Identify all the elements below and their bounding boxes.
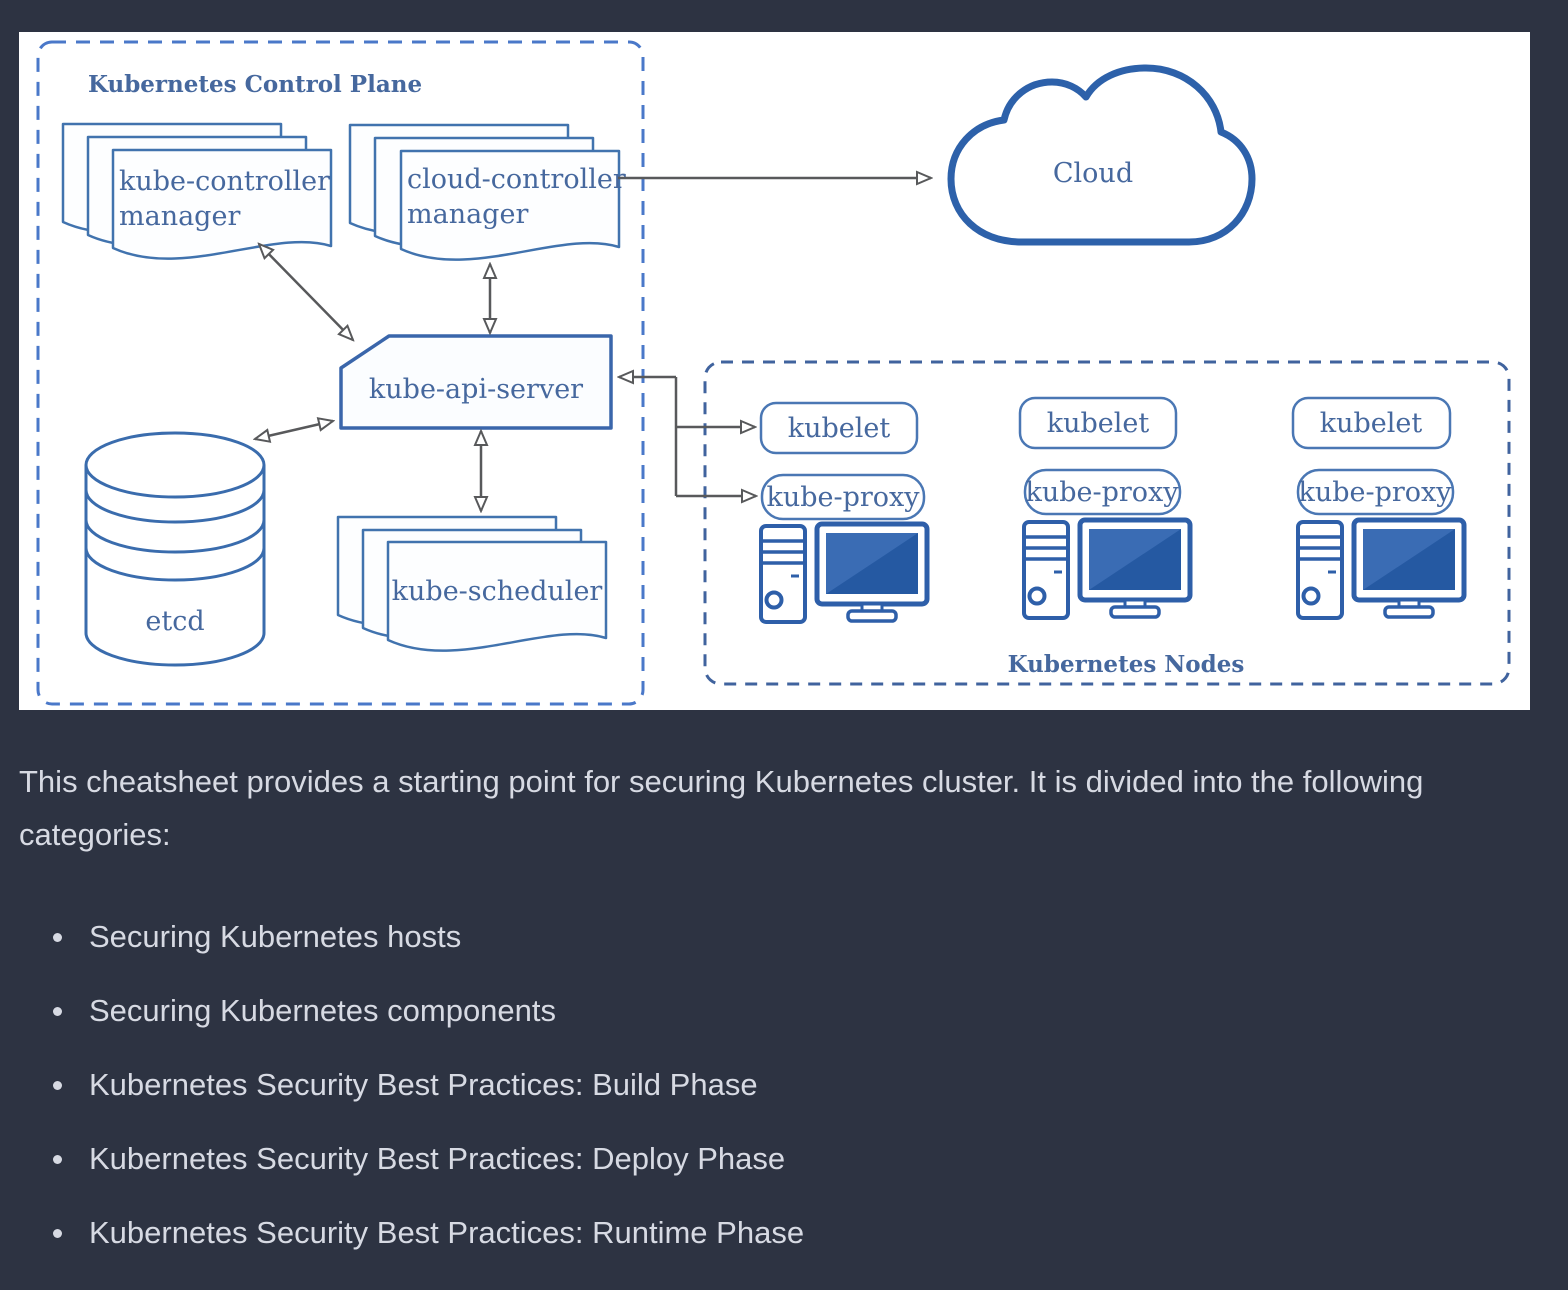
kube-controller-manager-shape: kube-controller manager [61,122,333,260]
category-label: Securing Kubernetes components [89,993,557,1028]
kube-proxy-box [1023,468,1182,516]
etcd-shape: etcd [84,431,266,667]
bullet-icon [53,1080,62,1090]
cloud-controller-manager-label-line1: cloud-controller [407,164,626,195]
control-plane-border [36,40,645,706]
kube-scheduler-label: kube-scheduler [392,576,603,607]
kubelet-box [1291,396,1452,450]
kubelet-label: kubelet [1047,408,1150,439]
category-list: Securing Kubernetes hosts Securing Kuber… [53,900,804,1270]
intro-paragraph: This cheatsheet provides a starting poin… [19,764,1424,852]
bullet-icon [53,1006,62,1016]
cloud-controller-manager-shape: cloud-controller manager [348,123,626,261]
category-label: Kubernetes Security Best Practices: Depl… [89,1141,786,1176]
category-item: Securing Kubernetes hosts [53,900,804,974]
computer-icon [1298,520,1464,618]
control-plane-group: Kubernetes Control Plane kube-controller… [36,40,645,706]
nodes-label: Kubernetes Nodes [1008,651,1245,678]
category-label: Securing Kubernetes hosts [89,919,462,954]
computer-icon [1024,520,1190,618]
control-plane-label: Kubernetes Control Plane [88,71,422,98]
arrow-kube-controller-api-server [259,244,353,340]
kube-proxy-label: kube-proxy [766,482,920,513]
category-item: Kubernetes Security Best Practices: Runt… [53,1196,804,1270]
cloud-controller-manager-label-line2: manager [407,199,528,230]
kube-proxy-label: kube-proxy [1298,477,1452,508]
kubernetes-architecture-diagram: Kubernetes Control Plane kube-controller… [19,32,1530,710]
bullet-icon [53,1228,62,1238]
kube-proxy-box [1296,468,1455,516]
bullet-icon [53,1154,62,1164]
bullet-icon [53,932,62,942]
kube-proxy-label: kube-proxy [1025,477,1179,508]
cloud-label: Cloud [1053,158,1133,189]
kube-controller-manager-label-line2: manager [119,201,240,232]
kube-controller-manager-label-line1: kube-controller [119,166,330,197]
category-label: Kubernetes Security Best Practices: Buil… [89,1067,758,1102]
kubelet-label: kubelet [1320,408,1423,439]
category-item: Securing Kubernetes components [53,974,804,1048]
category-item: Kubernetes Security Best Practices: Depl… [53,1122,804,1196]
kubelet-label: kubelet [788,413,891,444]
kube-api-server-label: kube-api-server [369,374,583,405]
etcd-label: etcd [145,606,204,637]
category-label: Kubernetes Security Best Practices: Runt… [89,1215,805,1250]
kubernetes-nodes-group: Kubernetes Nodes kubelet kube-proxy kube… [703,360,1511,686]
kubelet-box [759,401,919,455]
cloud-shape: Cloud [947,64,1256,246]
node-2: kubelet kube-proxy [1018,396,1190,618]
node-1: kubelet kube-proxy [759,401,927,622]
kube-proxy-box [760,473,926,521]
kube-api-server-shape: kube-api-server [339,334,613,430]
computer-icon [761,524,927,622]
diagram-canvas: Kubernetes Control Plane kube-controller… [36,40,1511,706]
connectors [255,178,931,511]
kube-scheduler-shape: kube-scheduler [336,515,608,652]
arrow-api-server-etcd [255,421,333,439]
kubelet-box [1018,396,1178,450]
category-item: Kubernetes Security Best Practices: Buil… [53,1048,804,1122]
nodes-border [703,360,1511,686]
node-3: kubelet kube-proxy [1291,396,1464,618]
